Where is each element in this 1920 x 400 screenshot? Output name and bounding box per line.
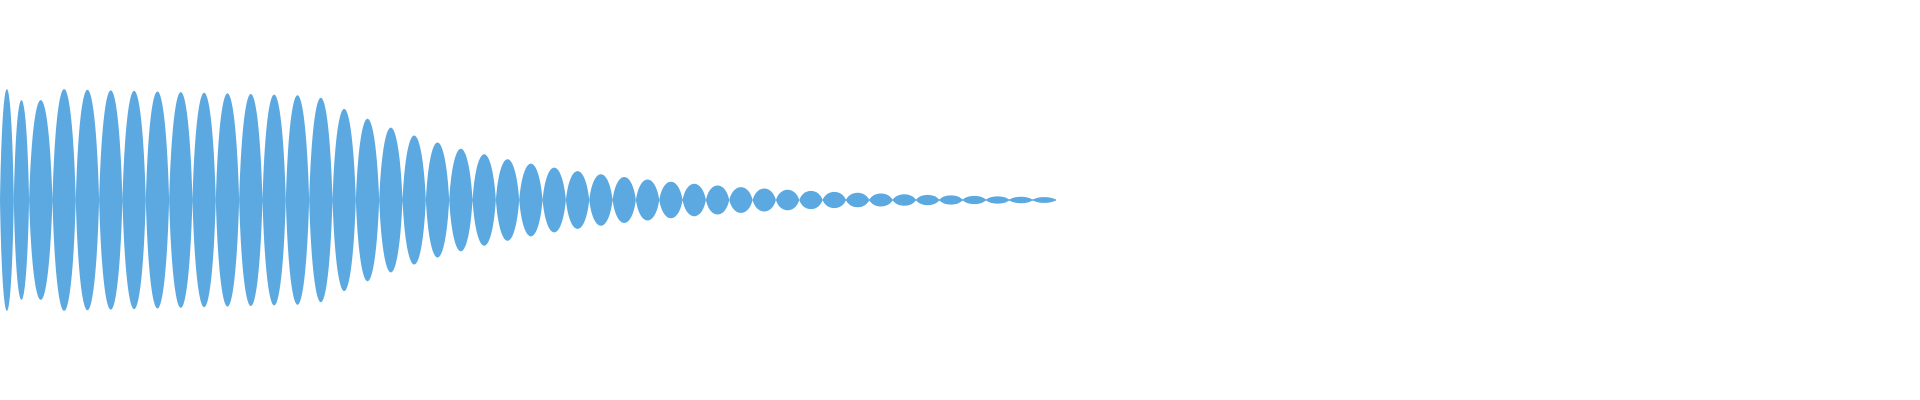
waveform-lobe <box>29 100 53 300</box>
waveform-lobe <box>75 89 100 311</box>
waveform-lobe <box>519 163 543 237</box>
waveform-lobe <box>565 171 590 229</box>
waveform-lobe <box>542 167 566 233</box>
waveform-lobe <box>192 92 216 308</box>
waveform-lobe <box>589 174 613 226</box>
waveform-lobe <box>659 181 683 219</box>
waveform-lobe <box>425 142 450 258</box>
waveform-lobe <box>682 183 706 217</box>
waveform-lobe <box>799 190 823 210</box>
waveform-lobe <box>332 108 356 292</box>
waveform-lobe <box>215 93 240 307</box>
waveform-lobe <box>122 90 146 310</box>
waveform-lobe <box>495 159 520 241</box>
waveform-lobe <box>379 127 403 273</box>
waveform-lobe <box>612 177 636 223</box>
waveform-lobe <box>52 89 76 311</box>
waveform-lobes <box>0 89 1056 311</box>
waveform-lobe <box>262 94 286 306</box>
waveform-lobe <box>729 187 753 213</box>
waveform-lobe <box>145 91 170 309</box>
waveform-lobe <box>355 118 380 282</box>
waveform-lobe <box>309 97 333 303</box>
waveform-lobe <box>0 89 14 311</box>
waveform-lobe <box>169 92 193 308</box>
waveform-lobe <box>449 148 473 252</box>
waveform-lobe <box>285 95 310 305</box>
waveform-lobe <box>635 179 660 221</box>
waveform-lobe <box>13 100 30 300</box>
waveform-lobe <box>99 90 123 310</box>
waveform-lobe <box>705 185 730 215</box>
waveform-lobe <box>472 154 496 246</box>
waveform-lobe <box>752 188 776 212</box>
waveform-lobe <box>402 135 426 265</box>
waveform-lobe <box>239 93 263 307</box>
waveform-lobe <box>775 189 800 211</box>
